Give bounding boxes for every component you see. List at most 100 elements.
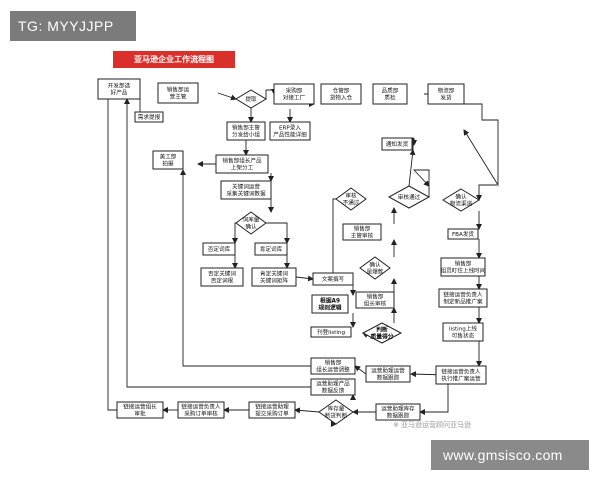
process-box [435,365,487,385]
edge-21 [232,222,238,244]
node-label-line: 审核通过 [398,193,421,201]
process-box [134,111,164,123]
node-label-line: 链接运营负责人 [441,368,481,376]
process-node-n22: 肯定词库 [254,242,288,256]
node-label-line: 质检 [384,93,396,101]
edge-5 [265,89,277,99]
node-label-line: 上架分工 [231,163,254,171]
edge-46 [294,407,320,414]
decision-shape [318,399,354,425]
node-label-line: 开发部选 [108,82,131,90]
edge-38 [330,198,336,280]
node-label-line: 销售部 [367,293,384,301]
process-box [269,121,311,141]
node-label-line: 肯定关键词 [260,270,288,278]
node-label-line: 肯定词库 [260,245,283,253]
node-label-line: 制定新品推广案 [443,297,483,305]
process-box [375,403,421,421]
node-label-line: 数据反馈 [322,386,345,394]
node-label-line: 销售部 [455,260,472,268]
process-box [312,272,354,286]
node-label-line: 判断 [376,326,388,334]
process-box [427,83,465,105]
process-box [116,401,164,419]
edge-39 [412,169,430,197]
node-label-line: 运营助理产品 [316,380,350,388]
node-label-line: ERP录入 [279,124,301,132]
node-label-line: 组员盯住上线时间 [441,266,486,274]
node-label-line: 销售部运 [167,86,190,94]
node-label-line: 数据跟踪 [377,373,400,381]
process-box [365,365,411,383]
node-label-line: 确认 [245,222,257,230]
process-box [152,150,184,170]
node-label-line: 采集关键词数据 [226,189,266,197]
edge-16 [408,149,416,187]
process-box [157,82,199,104]
process-box [310,326,352,338]
node-label-line: 组长运营调整 [316,365,350,373]
node-label-line: 断货判断 [325,411,348,419]
node-label-line: 库存量 [328,405,345,413]
node-label-line: 销售部组长产品 [222,157,262,165]
faint-watermark: ※ 亚马逊运营顾问亚马逊 [393,420,471,429]
node-label-line: 关键词运营 [232,183,260,191]
decision-shape [235,89,267,109]
process-node-n31: 刊登listing [310,326,352,338]
edge-22 [266,222,290,244]
decision-node-n4: 提取 [235,89,267,109]
node-label-line: 美工部 [160,153,177,161]
node-label-line: 营主管 [170,92,187,100]
flowchart-nodes: 开发部选好产品需求提报销售部运营主管提取采购部对接工厂仓管部货物入仓品质部质检物… [97,78,488,425]
node-label-line: FBA发货 [452,230,474,238]
node-label-line: 关键词矩阵 [260,276,288,284]
node-label-line: 产品性能详细 [273,130,307,138]
node-label-line: 数据跟踪 [387,411,410,419]
node-label-line: 运营助理库存 [381,405,415,413]
node-label-line: 仓管部 [333,87,350,95]
node-label-line: 组长审核 [364,299,387,307]
node-label-line: 文案撰写 [322,275,345,283]
node-label-line: 发货 [440,93,452,101]
process-box [97,78,141,100]
node-label-line: 是爆款 [367,267,384,275]
process-box [355,291,395,309]
node-label-line: 主管审核 [351,231,374,239]
process-box [226,121,266,141]
node-label-line: 货物入仓 [330,93,353,101]
node-label-line: 好产品 [111,88,128,96]
decision-shape [361,322,403,344]
process-box [248,401,296,419]
node-label-line: 提交采购订单 [255,409,289,417]
node-label-line: 否定词库 [208,245,231,253]
node-label-line: 审核 [345,192,357,200]
node-label-line: 运营助理运营 [371,367,405,375]
node-label-line: 提取 [245,95,257,103]
node-label-line: 规则逻辑 [318,303,341,311]
node-label-line: 销售部 [325,359,342,367]
node-label-line: 质量得分 [370,332,393,340]
edge-43 [124,98,311,388]
process-box [372,83,408,105]
node-label-line: 链接运营助理 [255,403,289,411]
node-label-line: 需求提报 [138,113,161,121]
process-box [200,267,244,287]
